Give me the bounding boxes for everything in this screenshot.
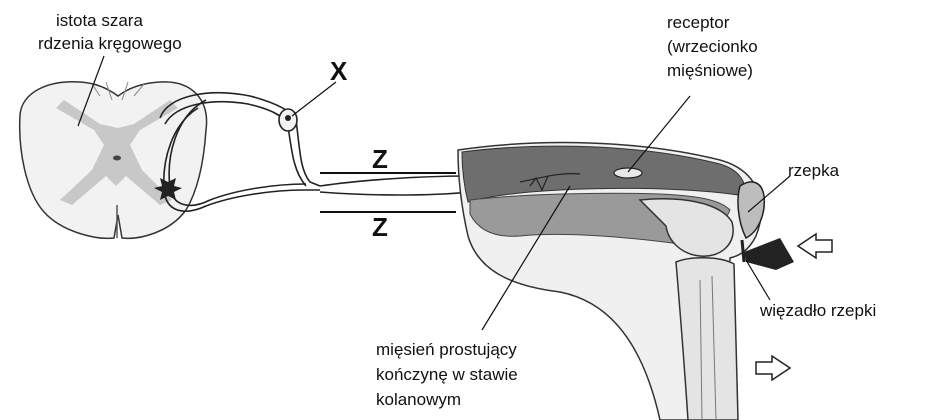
label-muscle-1: mięsień prostujący [376,340,517,359]
label-gray-matter-1: istota szara [56,11,143,30]
tap-arrow-icon [798,234,832,258]
spinal-cord-cross-section [20,82,207,239]
kick-arrow-icon [756,356,790,380]
label-receptor-1: receptor [667,13,730,32]
label-ligament: więzadło rzepki [759,301,876,320]
patellar-ligament [742,240,744,262]
label-z-top: Z [372,144,388,174]
label-receptor-3: mięśniowe) [667,61,753,80]
label-gray-matter-2: rdzenia kręgowego [38,34,182,53]
label-kneecap: rzepka [788,161,840,180]
muscle-spindle [614,168,642,178]
label-receptor-2: (wrzecionko [667,37,758,56]
central-canal [113,156,121,161]
label-muscle-2: kończynę w stawie [376,365,518,384]
label-x: X [330,56,348,86]
label-z-bottom: Z [372,212,388,242]
label-muscle-3: kolanowym [376,390,461,409]
